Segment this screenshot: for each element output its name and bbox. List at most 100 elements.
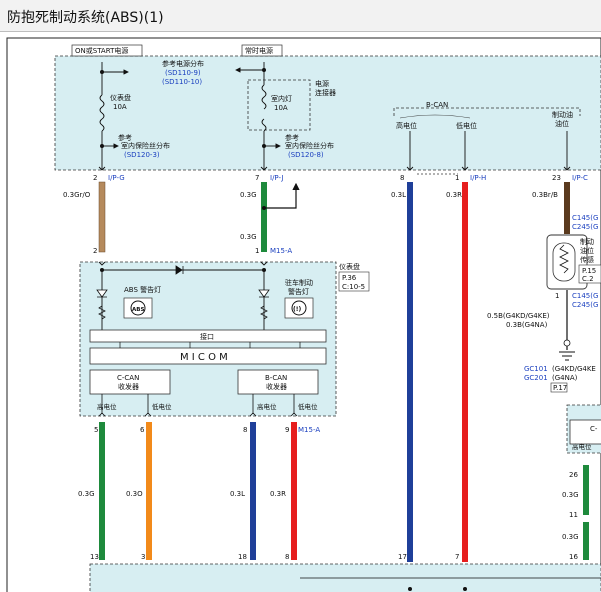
wire1-segment <box>98 181 106 253</box>
abs-led-icon <box>96 289 108 298</box>
power-connector-line2: 连接器 <box>315 88 336 97</box>
bcan-bracket <box>393 107 581 116</box>
w2-branch <box>264 182 300 209</box>
ref-fuse-code1: (SD120-3) <box>124 151 160 159</box>
ccan-line2: 收发器 <box>118 382 139 391</box>
bcan-label: B-CAN <box>426 101 448 109</box>
w3-pin: 8 <box>400 174 404 182</box>
lower-wire-3 <box>250 422 256 560</box>
gc1-suffix: (G4KD/G4KE <box>552 365 596 373</box>
lw2-spec: 0.3O <box>126 490 143 498</box>
cluster-bottom-marks <box>98 412 298 417</box>
bcan-low-label: 低电位 <box>456 121 477 130</box>
bf-conn4: C245(G <box>572 301 598 309</box>
cluster-node-left <box>100 268 104 272</box>
wire4-segment <box>462 182 468 562</box>
fuse1-symbol <box>99 94 105 120</box>
w2-pin-bottom: 1 <box>255 247 259 255</box>
park-icon-box <box>284 297 314 319</box>
abs-icon-ring <box>130 300 146 316</box>
bf-sensor-line2: 油位 <box>580 246 594 255</box>
fuse2-amp: 10A <box>274 104 288 112</box>
bf-conn1: C145(G <box>572 214 598 222</box>
abs-icon: ABS <box>132 307 144 313</box>
ground-ring <box>563 339 571 347</box>
wire5-segment <box>564 182 570 234</box>
cluster-high2: 高电位 <box>257 402 277 411</box>
cluster-top-marks <box>98 261 268 266</box>
fuse1-name: 仪表盘 <box>110 93 131 102</box>
w3-spec: 0.3L <box>391 191 406 199</box>
bcan-line1: B-CAN <box>265 374 287 382</box>
fuse1-lower <box>99 118 105 132</box>
interface-block <box>89 329 327 343</box>
ref-power-code2: (SD110-10) <box>162 78 202 86</box>
sensor-reed <box>552 242 576 282</box>
bf-conn2: C245(G <box>572 223 598 231</box>
bf-sensor-line1: 制动 <box>580 237 594 246</box>
module-label: C- <box>590 425 598 433</box>
right-pin-c: 16 <box>569 553 578 561</box>
bcan-high-label: 高电位 <box>396 121 417 130</box>
gc2-suffix: (G4NA) <box>552 374 578 382</box>
lw4-conn: M15-A <box>298 426 320 434</box>
w3-pin-bottom: 17 <box>398 553 407 561</box>
lw1-pin-top: 5 <box>94 426 98 434</box>
bf-sensor-line3: 传感 <box>580 255 594 264</box>
gc1: GC101 <box>524 365 548 373</box>
on-start-label: ON或START电源 <box>75 46 128 55</box>
fuse2-lower <box>261 118 267 132</box>
module-high: 高电位 <box>572 442 592 451</box>
w2-conn-bottom: M15-A <box>270 247 292 255</box>
lw1-spec: 0.3G <box>78 490 95 498</box>
w4-spec: 0.3R <box>446 191 462 199</box>
lw4-pin-top: 9 <box>285 426 289 434</box>
park-led-icon <box>258 289 270 298</box>
right-wire-a <box>583 465 589 515</box>
micom-arrows <box>119 342 301 348</box>
wire3-segment <box>407 182 413 562</box>
power-panel <box>54 55 601 171</box>
w2-conn: I/P-J <box>270 174 283 182</box>
ref-power-code1: (SD110-9) <box>165 69 201 77</box>
park-icon: (!) <box>293 306 301 313</box>
w5-conn: I/P-C <box>572 174 588 182</box>
w5-pin: 23 <box>552 174 561 182</box>
brake-fluid-line1: 制动油 <box>552 110 573 119</box>
diode-icon <box>175 265 184 275</box>
fuse2-name: 室内灯 <box>271 94 292 103</box>
bus-node-2 <box>463 587 467 591</box>
w2-pin-top: 7 <box>255 174 259 182</box>
brake-fluid-line2: 油位 <box>555 119 569 128</box>
w1-spec: 0.3Gr/O <box>63 191 91 199</box>
power-connector-box <box>247 79 311 131</box>
abs-resistor <box>98 305 106 320</box>
page-title: 防抱死制动系统(ABS)(1) <box>7 10 164 26</box>
lw4-spec: 0.3R <box>270 490 286 498</box>
w5-pin-bottom: 1 <box>555 292 559 300</box>
on-start-tag <box>71 44 143 57</box>
right-pin-a: 26 <box>569 471 578 479</box>
ref-label2: 参考 <box>285 133 299 142</box>
park-lamp-line2: 警告灯 <box>288 287 309 296</box>
bf-page-box <box>578 264 601 284</box>
lw2-pin-bottom: 3 <box>141 553 145 561</box>
ref-power-dist: 参考电源分布 <box>162 59 204 68</box>
lw2-pin-top: 6 <box>140 426 145 434</box>
constant-power-label: 常时电源 <box>245 46 273 55</box>
bcan-line2: 收发器 <box>266 382 287 391</box>
park-resistor <box>260 305 268 320</box>
wire2-segment-lower <box>261 225 267 252</box>
cluster-low2: 低电位 <box>298 402 318 411</box>
ground-wire-line1: 0.5B(G4KD/G4KE) <box>487 312 550 320</box>
bus-node-1 <box>408 587 412 591</box>
ref-fuse-dist2: 室内保险丝分布 <box>285 141 334 150</box>
right-spec-b: 0.3G <box>562 533 579 541</box>
fuse1-amp: 10A <box>113 103 127 111</box>
interface-label: 接口 <box>200 332 214 341</box>
bcan-brace <box>399 114 471 119</box>
lower-wire-2 <box>146 422 152 560</box>
micom-block <box>89 347 327 365</box>
bf-page1: P.15 <box>582 267 596 275</box>
ground-wire-line2: 0.3B(G4NA) <box>506 321 548 329</box>
